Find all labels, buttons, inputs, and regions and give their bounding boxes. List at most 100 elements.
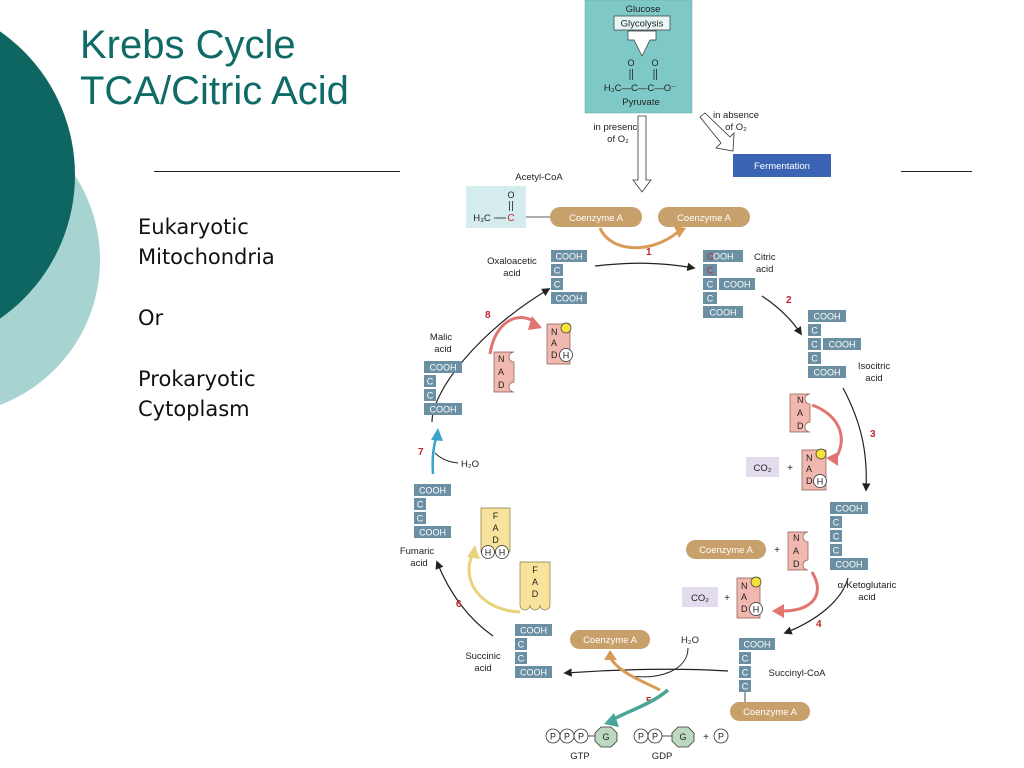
gtp-phosphate: P [550, 732, 556, 742]
pyruvate-oxygen-2: O [651, 58, 658, 68]
gdp-phosphate: P [638, 732, 644, 742]
isocitric-c: C [811, 354, 818, 364]
pyruvate-oxygen-1: O [627, 58, 634, 68]
nadh-letter-a: A [806, 464, 812, 474]
succinic-label-line-1: Succinic [465, 651, 501, 662]
fad-letter-d: D [532, 589, 539, 599]
fadh2-letter-a: A [492, 523, 498, 533]
gdp-guanosine [671, 726, 695, 748]
krebs-cycle-diagram: Glucose Glycolysis O O H₃C—C—C—O⁻ Pyruva… [400, 0, 897, 762]
fermentation-box [733, 154, 831, 177]
acetyl-group-box [466, 186, 526, 228]
bullet-cytoplasm: Cytoplasm [138, 397, 250, 421]
hydride-dot [750, 576, 762, 588]
fumaric-c: C [417, 500, 424, 510]
oxaloacetic-acid: Oxaloacetic acid COOH C C COOH [487, 250, 587, 304]
decorative-circles [0, 31, 100, 405]
fadh2-letter-d: D [492, 535, 499, 545]
isocitric-c: C [811, 326, 818, 336]
fadh2-h1: H [485, 548, 492, 558]
step-number-6: 6 [456, 599, 462, 610]
isocitric-acid: COOH C C COOH C COOH Isocitric acid [808, 310, 890, 384]
step-6-fad-reduction: F A D F A D H H [467, 507, 551, 614]
step-3-nad [789, 393, 811, 433]
ketoglutaric-label-line-1: α-Ketoglutaric [838, 580, 897, 591]
citric-c3: C [707, 280, 714, 290]
acetyl-oxygen: O [507, 190, 514, 200]
step-6-fad [519, 561, 551, 611]
ketoglutaric-c: C [833, 518, 840, 528]
cycle-arrows [431, 262, 871, 677]
step-3-red-arrowhead [826, 452, 838, 466]
glycolysis-box-label [613, 15, 671, 31]
acetyl-coenzyme-a-pill [550, 207, 642, 227]
released-coenzyme-a-pill [658, 207, 750, 227]
bullet-mitochondria: Mitochondria [138, 245, 275, 269]
succinic-cooh-top: COOH [520, 626, 547, 636]
step-4-coenzyme-a-pill [686, 540, 766, 559]
cycle-arrow-1 [594, 262, 696, 271]
title-rule-right [901, 171, 972, 172]
decorative-dark-circle [0, 31, 75, 319]
citric-acid: C OOH C C COOH C COOH Citric acid [703, 250, 776, 318]
succinic-label-line-2: acid [474, 663, 491, 674]
citric-c1-rest: OOH [713, 252, 734, 262]
succinyl-cooh: COOH [744, 640, 771, 650]
glycolysis-funnel-arrow [627, 30, 657, 57]
citric-c1-red: C [707, 252, 714, 262]
cycle-arrow-6 [435, 560, 494, 637]
fermentation-label: Fermentation [754, 161, 810, 172]
inorganic-phosphate: P [718, 732, 724, 742]
fumaric-label-line-2: acid [410, 558, 427, 569]
bullet-or: Or [138, 306, 164, 330]
step-1-coenzyme-arrowhead [674, 226, 686, 238]
oxaloacetic-c: C [554, 266, 561, 276]
step-6-yellow-arrow [467, 552, 521, 614]
step-7-water: H₂O [461, 459, 479, 470]
presence-label-line-1: in presence [593, 122, 642, 133]
succinyl-c: C [742, 654, 749, 664]
step-4-co2-box [682, 587, 718, 607]
gdp-label: GDP [652, 751, 673, 762]
oxygen-branches: in presence of O₂ in absence of O₂ Ferme… [593, 110, 831, 193]
acetyl-coa: Acetyl-CoA O H₃C C Coenzyme A Coenzyme A [466, 172, 750, 250]
step-5-water: H₂O [681, 635, 699, 646]
hydride-dot [815, 448, 827, 460]
nadh-letter-n: N [806, 453, 813, 463]
step-1-coenzyme-arrow [598, 227, 679, 250]
gdp-plus: + [703, 732, 709, 743]
succinic-c: C [518, 640, 525, 650]
step-number-4: 4 [816, 619, 822, 630]
step-5-substrate-phosphorylation: H₂O Coenzyme A P P P G GTP P P G + P GDP [545, 630, 729, 762]
pyruvate-label: Pyruvate [622, 97, 660, 108]
nadh-h: H [753, 605, 760, 615]
succinyl-coenzyme-a-pill [730, 702, 810, 721]
ketoglutaric-cooh-bottom: COOH [836, 560, 863, 570]
absence-arrow [699, 112, 735, 152]
succinyl-c: C [742, 682, 749, 692]
nad-letter-d: D [797, 421, 804, 431]
step-5-water-line [629, 647, 689, 678]
ketoglutaric-cooh-top: COOH [836, 504, 863, 514]
step-number-1: 1 [646, 247, 652, 258]
citric-cooh-side: COOH [724, 280, 751, 290]
glycolysis-label: Glycolysis [621, 19, 664, 30]
fadh2-h2: H [499, 548, 506, 558]
oxaloacetic-cooh-top: COOH [556, 252, 583, 262]
citric-c4: C [707, 294, 714, 304]
step-7-water-line [434, 452, 459, 464]
bullet-spacer [138, 272, 275, 303]
presence-label-line-2: of O₂ [607, 134, 629, 145]
acetyl-methyl: H₃C [473, 213, 491, 224]
step-5-coenzyme-a-label: Coenzyme A [583, 635, 638, 646]
step-3-plus: + [787, 463, 793, 474]
ketoglutaric-c: C [833, 532, 840, 542]
malic-label-line-2: acid [434, 344, 451, 355]
citric-label-line-1: Citric [754, 252, 776, 263]
fumaric-label-line-1: Fumaric [400, 546, 435, 557]
step-5-orange-arrowhead [604, 650, 617, 660]
bullet-prokaryotic: Prokaryotic [138, 367, 256, 391]
step-3-co2-box [746, 457, 779, 477]
absence-label-line-2: of O₂ [725, 122, 747, 133]
step-6-yellow-arrowhead [467, 545, 480, 559]
